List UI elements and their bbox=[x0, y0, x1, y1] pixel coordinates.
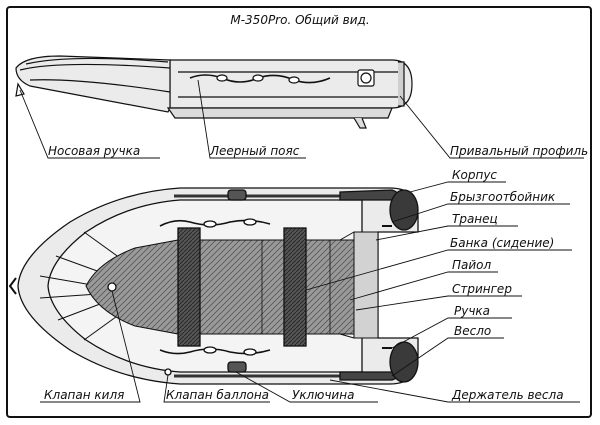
top-view bbox=[8, 187, 419, 385]
label-lifeline: Леерный пояс bbox=[209, 144, 300, 158]
side-view bbox=[15, 55, 413, 129]
label-oarlock: Уключина bbox=[292, 388, 354, 402]
drawing-frame bbox=[6, 6, 592, 418]
leader-lines bbox=[19, 79, 584, 403]
diagram-title: M-350Pro. Общий вид. bbox=[230, 13, 369, 27]
label-seat: Банка (сидение) bbox=[450, 236, 554, 250]
callout-labels: Носовая ручка Леерный пояс Привальный пр… bbox=[44, 144, 588, 402]
label-tube-valve: Клапан баллона bbox=[166, 388, 269, 402]
label-spray-deflector: Брызгоотбойник bbox=[450, 190, 556, 204]
label-rubbing-strake: Привальный профиль bbox=[450, 144, 588, 158]
label-oar-holder: Держатель весла bbox=[451, 388, 564, 402]
label-oar: Весло bbox=[454, 324, 491, 338]
label-nose-handle: Носовая ручка bbox=[48, 144, 140, 158]
label-stringer: Стрингер bbox=[452, 282, 512, 296]
label-hull: Корпус bbox=[452, 168, 497, 182]
label-transom: Транец bbox=[452, 212, 498, 226]
label-keel-valve: Клапан киля bbox=[44, 388, 124, 402]
label-floor: Пайол bbox=[452, 258, 492, 272]
label-handle: Ручка bbox=[454, 304, 490, 318]
